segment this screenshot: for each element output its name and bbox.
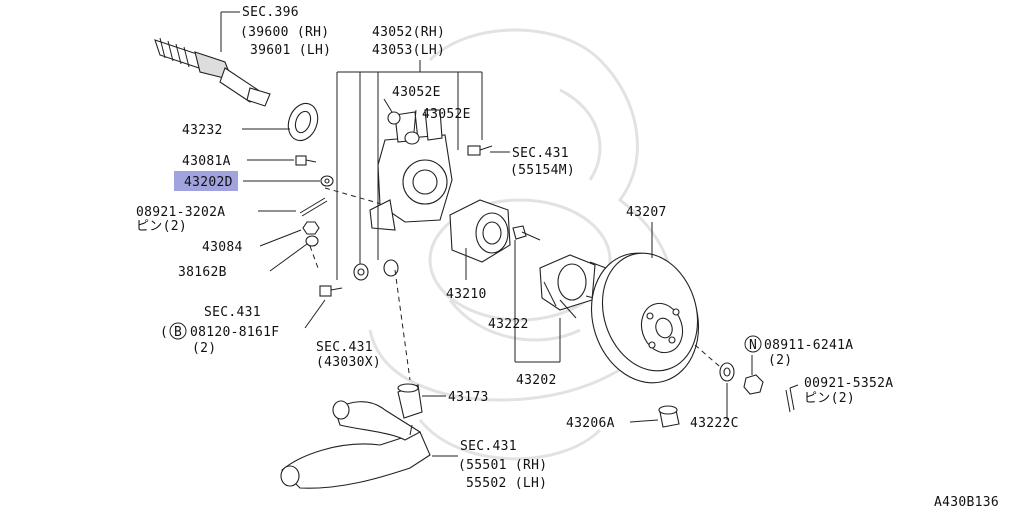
nut-43084[interactable] <box>302 221 320 235</box>
label-43222: 43222 <box>488 317 529 332</box>
label-43081a: 43081A <box>182 154 231 169</box>
label-sec431-bottom: SEC.431 <box>460 439 517 454</box>
label-sec431-top: SEC.431 <box>512 146 569 161</box>
knuckle[interactable] <box>369 109 453 231</box>
drive-shaft[interactable] <box>154 37 271 107</box>
label-43084: 43084 <box>202 240 243 255</box>
label-43052-rh: 43052(RH) <box>372 25 445 40</box>
watermark-emblem <box>368 28 674 461</box>
label-55154m: (55154M) <box>510 163 575 178</box>
brake-disc[interactable] <box>575 239 715 397</box>
bolt-43081a[interactable] <box>295 155 317 166</box>
label-43052e-b: 43052E <box>422 107 471 122</box>
circle-b-marker <box>169 322 187 340</box>
oil-seal[interactable] <box>283 99 322 144</box>
hub-bearing[interactable] <box>449 199 511 263</box>
grommet-43206a[interactable] <box>658 405 680 428</box>
label-00921-pin: ピン(2) <box>804 391 855 406</box>
label-39600-rh: (39600 (RH) <box>240 25 329 40</box>
label-43232: 43232 <box>182 123 223 138</box>
lower-arm[interactable] <box>280 400 431 489</box>
washer-43222c[interactable] <box>719 362 735 382</box>
label-43053-lh: 43053(LH) <box>372 43 445 58</box>
label-43202d[interactable]: 43202D <box>184 175 233 190</box>
label-08120-8161f: 08120-8161F <box>190 325 279 340</box>
circle-n-marker <box>744 335 762 353</box>
bushing-lower-b[interactable] <box>383 259 399 277</box>
label-55501-rh: (55501 (RH) <box>458 458 547 473</box>
label-00921-5352a: 00921-5352A <box>804 376 893 391</box>
bracket-open-08120: ( <box>160 325 168 340</box>
label-sec431-left: SEC.431 <box>204 305 261 320</box>
label-43207: 43207 <box>626 205 667 220</box>
label-43052e-a: 43052E <box>392 85 441 100</box>
label-08120-circle: B <box>174 325 182 340</box>
label-sec431-mid: SEC.431 <box>316 340 373 355</box>
label-43202: 43202 <box>516 373 557 388</box>
bushing-43052e-a[interactable] <box>387 111 401 125</box>
cotter-pin-08921[interactable] <box>299 197 328 217</box>
label-08921-3202a: 08921-3202A <box>136 205 225 220</box>
label-08921-pin: ピン(2) <box>136 219 187 234</box>
label-08911-qty: (2) <box>768 353 792 368</box>
label-38162b: 38162B <box>178 265 227 280</box>
label-43030x: (43030X) <box>316 355 381 370</box>
bushing-43052e-b[interactable] <box>404 131 420 145</box>
ball-joint-boot[interactable] <box>397 383 423 419</box>
highlight-box <box>174 171 238 191</box>
label-sec396: SEC.396 <box>242 5 299 20</box>
label-43173: 43173 <box>448 390 489 405</box>
label-43210: 43210 <box>446 287 487 302</box>
label-39601-lh: 39601 (LH) <box>250 43 331 58</box>
label-43206a: 43206A <box>566 416 615 431</box>
wheel-hub[interactable] <box>539 254 607 319</box>
washer-38162b[interactable] <box>305 235 319 247</box>
hub-bolt[interactable] <box>512 225 541 241</box>
label-43222c: 43222C <box>690 416 739 431</box>
label-08911-6241a: 08911-6241A <box>764 338 853 353</box>
label-55502-lh: 55502 (LH) <box>466 476 547 491</box>
nut-08911[interactable] <box>743 374 764 395</box>
bushing-lower-a[interactable] <box>353 263 369 281</box>
cotter-pin-00921[interactable] <box>785 387 795 413</box>
washer-43202d[interactable] <box>320 175 334 187</box>
label-08911-circle: N <box>749 338 757 353</box>
bolt-08120[interactable] <box>319 285 343 297</box>
bolt-55154m[interactable] <box>467 145 493 156</box>
figure-code: A430B136 <box>934 495 999 510</box>
label-08120-qty: (2) <box>192 341 216 356</box>
